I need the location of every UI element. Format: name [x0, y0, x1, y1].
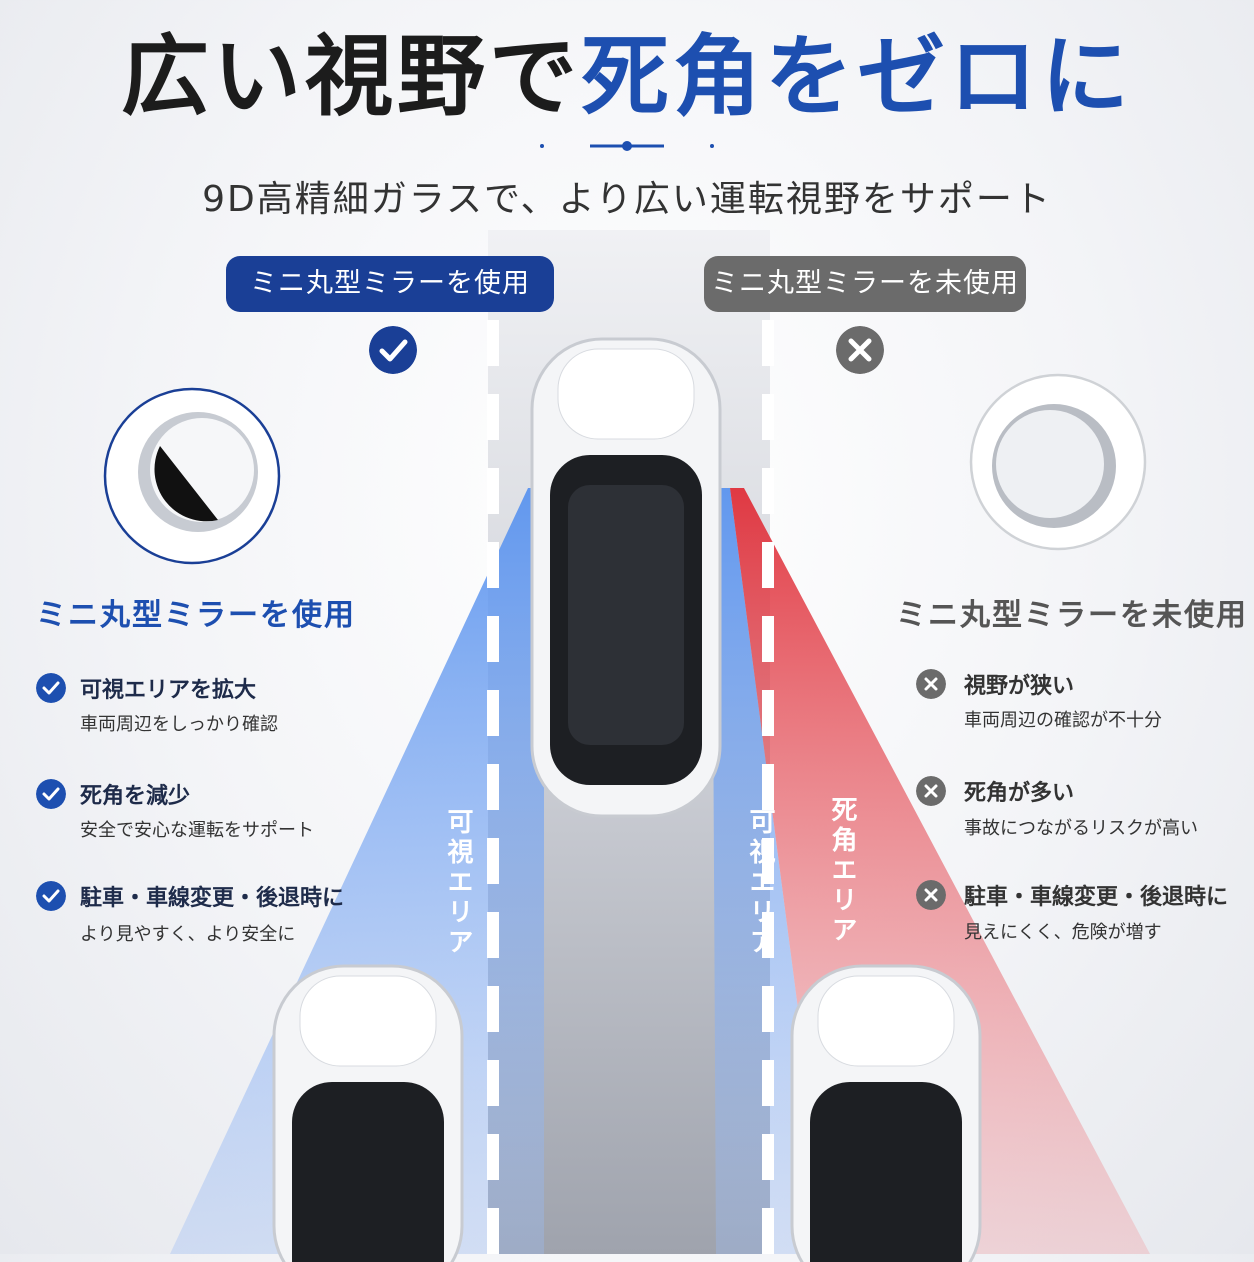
pill-without-mirror: ミニ丸型ミラーを未使用: [704, 256, 1026, 312]
cross-circle-icon: [916, 776, 946, 806]
check-circle-icon: [369, 326, 417, 374]
left-item-sub: 車両周辺をしっかり確認: [80, 714, 278, 735]
car-image-left: [272, 964, 464, 1262]
car-image-right: [790, 964, 982, 1262]
right-column-title: ミニ丸型ミラーを未使用: [896, 598, 1248, 633]
check-circle-icon: [36, 779, 66, 809]
pill-with-mirror: ミニ丸型ミラーを使用: [226, 256, 554, 312]
left-item-head: 可視エリアを拡大: [80, 678, 257, 703]
left-item-head: 死角を減少: [80, 784, 191, 809]
zone-label-left-visible: 可視エリア: [443, 808, 473, 958]
right-item-sub: 見えにくく、危険が増す: [964, 922, 1162, 943]
left-item-sub: 安全で安心な運転をサポート: [80, 820, 314, 841]
right-item-sub: 事故につながるリスクが高い: [964, 818, 1198, 839]
subtitle: 9D高精細ガラスで、より広い運転視野をサポート: [202, 179, 1052, 220]
headline-part2: 死角をゼロに: [581, 25, 1134, 128]
right-item-head: 視野が狭い: [964, 674, 1075, 699]
headline: 広い視野で死角をゼロに: [0, 22, 1254, 132]
lane-marking-left: [487, 320, 499, 1254]
cross-circle-icon: [916, 880, 946, 910]
cross-circle-icon: [916, 669, 946, 699]
zone-label-right-blind: 死角エリア: [827, 796, 857, 946]
left-column-title: ミニ丸型ミラーを使用: [36, 598, 356, 633]
right-item-head: 駐車・車線変更・後退時に: [964, 885, 1229, 910]
car-image-main: [530, 337, 722, 818]
check-circle-icon: [36, 673, 66, 703]
lane-marking-right: [762, 320, 774, 1254]
headline-part1: 広い視野で: [120, 25, 581, 128]
left-item-sub: より見やすく、より安全に: [80, 924, 296, 945]
cross-circle-icon: [836, 326, 884, 374]
right-item-head: 死角が多い: [964, 781, 1075, 806]
round-mirror-image-without: [969, 373, 1147, 551]
round-mirror-image-with: [103, 387, 281, 565]
divider-ornament: [540, 141, 714, 151]
left-item-head: 駐車・車線変更・後退時に: [80, 886, 345, 911]
right-item-sub: 車両周辺の確認が不十分: [964, 710, 1162, 731]
check-circle-icon: [36, 881, 66, 911]
zone-label-right-visible: 可視エリア: [745, 808, 775, 958]
